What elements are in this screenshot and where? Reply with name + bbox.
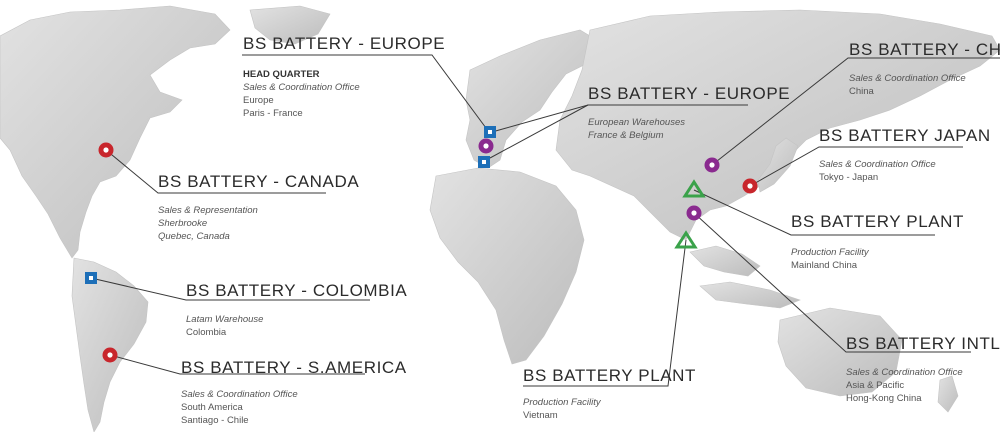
info-line: Colombia — [186, 327, 227, 338]
location-info: Sales & Coordination Office South Americ… — [181, 388, 369, 427]
location-title: BS BATTERY - S.AMERICA — [181, 358, 407, 377]
info-role: Sales & Coordination Office — [819, 159, 936, 170]
leader-line-plant-china — [693, 189, 935, 236]
indonesia-islands — [699, 281, 801, 309]
location-info: Sales & Coordination Office China — [849, 72, 1000, 98]
label-plant-vietnam: BS BATTERY PLANT Production Facility Vie… — [523, 366, 697, 422]
marker-japan-red-circle — [742, 178, 758, 194]
info-role: Sales & Coordination Office — [181, 389, 298, 400]
leader-line-canada — [105, 149, 326, 194]
info-role: Sales & Coordination Office — [846, 367, 963, 378]
southeast-asia-islands — [689, 245, 761, 277]
africa-landmass — [429, 167, 585, 365]
info-role: Quebec, Canada — [158, 231, 230, 242]
label-china: BS BATTERY - CHINA Sales & Coordination … — [849, 40, 1000, 98]
label-canada: BS BATTERY - CANADA Sales & Representati… — [158, 172, 360, 243]
japan-landmass — [757, 137, 799, 193]
greenland-landmass — [249, 5, 331, 45]
label-samerica: BS BATTERY - S.AMERICA Sales & Coordinat… — [181, 358, 407, 427]
location-title: BS BATTERY - EUROPE — [588, 84, 791, 103]
location-info: Production Facility Mainland China — [791, 246, 941, 272]
info-line: Asia & Pacific — [846, 380, 905, 391]
label-colombia: BS BATTERY - COLOMBIA Latam Warehouse Co… — [186, 281, 408, 339]
info-line: Tokyo - Japan — [819, 172, 879, 183]
leader-line-china — [711, 57, 1000, 166]
location-title: BS BATTERY PLANT — [523, 366, 697, 385]
location-info: European Warehouses France & Belgium — [588, 116, 750, 142]
info-heading: HEAD QUARTER — [243, 69, 320, 80]
location-info: Sales & Coordination Office Tokyo - Japa… — [819, 158, 969, 184]
leader-line-plant-vietnam — [523, 239, 687, 387]
location-title: BS BATTERY JAPAN — [819, 126, 991, 145]
location-info: Sales & Coordination Office Asia & Pacif… — [846, 366, 976, 405]
marker-canada-red-circle — [98, 142, 114, 158]
location-title: BS BATTERY - COLOMBIA — [186, 281, 408, 300]
info-role: Production Facility — [523, 397, 601, 408]
marker-plant-china-green-triangle — [682, 179, 706, 198]
info-role: Sales & Coordination Office — [243, 82, 360, 93]
info-line: South America — [181, 402, 243, 413]
info-role: Production Facility — [791, 247, 869, 258]
marker-intl-purple-circle — [686, 205, 702, 221]
new-zealand-landmass — [937, 375, 959, 413]
info-role: Sales & Representation — [158, 205, 258, 216]
location-title: BS BATTERY - CHINA — [849, 40, 1000, 59]
marker-europe-hq-purple-circle — [478, 138, 494, 154]
info-role: France & Belgium — [588, 130, 664, 141]
marker-europe-wh-blue-square-2 — [478, 156, 490, 168]
location-info: Production Facility Vietnam — [523, 396, 669, 422]
europe-landmass — [465, 29, 601, 169]
marker-europe-wh-blue-square-1 — [484, 126, 496, 138]
leader-line-samerica — [109, 354, 365, 375]
label-europe-wh: BS BATTERY - EUROPE European Warehouses … — [588, 84, 791, 142]
marker-colombia-blue-square — [85, 272, 97, 284]
location-title: BS BATTERY - EUROPE — [243, 34, 446, 53]
info-line: China — [849, 86, 874, 97]
info-role: Sherbrooke — [158, 218, 208, 229]
info-role: European Warehouses — [588, 117, 685, 128]
info-line: Paris - France — [243, 108, 303, 119]
location-title: BS BATTERY INTL — [846, 334, 1000, 353]
label-europe-hq: BS BATTERY - EUROPE HEAD QUARTER Sales &… — [243, 34, 446, 120]
north-america-landmass — [0, 5, 231, 259]
australia-landmass — [777, 307, 903, 397]
marker-plant-vietnam-green-triangle — [674, 230, 698, 249]
location-title: BS BATTERY - CANADA — [158, 172, 360, 191]
info-line: Santiago - Chile — [181, 415, 249, 426]
leader-line-europe-wh-2 — [489, 104, 589, 159]
marker-china-purple-circle — [704, 157, 720, 173]
location-info: Sales & Representation Sherbrooke Quebec… — [158, 204, 328, 243]
marker-samerica-red-circle — [102, 347, 118, 363]
info-line: Hong-Kong China — [846, 393, 922, 404]
location-info: Latam Warehouse Colombia — [186, 313, 372, 339]
label-japan: BS BATTERY JAPAN Sales & Coordination Of… — [819, 126, 991, 184]
label-intl: BS BATTERY INTL Sales & Coordination Off… — [846, 334, 1000, 405]
location-info: HEAD QUARTER Sales & Coordination Office… — [243, 68, 433, 120]
info-role: Latam Warehouse — [186, 314, 264, 325]
label-plant-china: BS BATTERY PLANT Production Facility Mai… — [791, 212, 965, 272]
info-line: Mainland China — [791, 260, 858, 271]
leader-line-japan — [749, 146, 963, 187]
info-role: Sales & Coordination Office — [849, 73, 966, 84]
leader-line-europe-hq — [242, 54, 487, 129]
leader-line-intl — [693, 212, 971, 353]
info-line: Europe — [243, 95, 274, 106]
south-america-landmass — [71, 257, 149, 432]
leader-line-colombia — [90, 277, 370, 301]
info-line: Vietnam — [523, 410, 558, 421]
location-title: BS BATTERY PLANT — [791, 212, 965, 231]
